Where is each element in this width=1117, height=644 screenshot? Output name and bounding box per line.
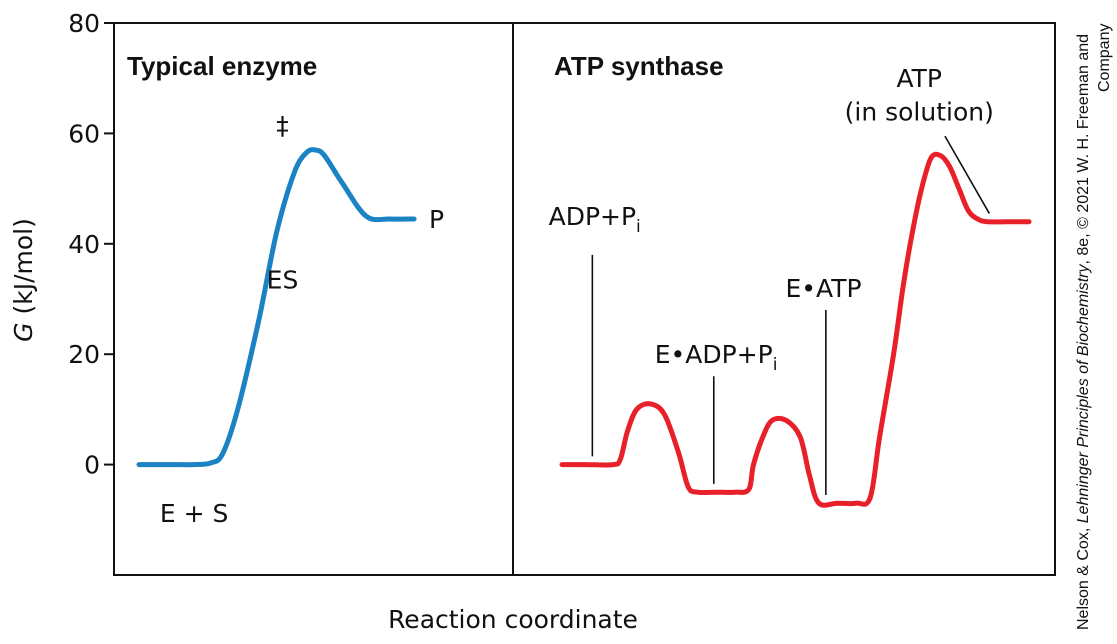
credit-book-title: Lehninger Principles of Biochemistry	[1075, 263, 1092, 523]
leader-line	[944, 135, 990, 214]
curve-label: E•ADP+Pi	[655, 340, 778, 375]
y-tick-label: 60	[68, 119, 100, 148]
credit-line-1: Nelson & Cox, Lehninger Principles of Bi…	[1075, 34, 1092, 630]
plot-border	[113, 22, 1056, 576]
curve-label: ATP	[896, 64, 942, 93]
panel-1: Typical enzyme E + S ES ‡ P	[127, 51, 444, 528]
energy-curve	[559, 151, 1032, 508]
credit-line-2: Company	[1096, 24, 1113, 92]
x-axis-label: Reaction coordinate	[388, 605, 638, 634]
y-axis-label: G (kJ/mol)	[9, 218, 38, 342]
y-axis-unit: (kJ/mol)	[9, 218, 38, 314]
curve-label: (in solution)	[845, 97, 994, 126]
credit-prefix: Nelson & Cox,	[1075, 523, 1092, 630]
curve-label: E•ATP	[785, 274, 861, 303]
y-tick-label: 40	[68, 230, 100, 259]
y-tick-label: 20	[68, 340, 100, 369]
energy-curve	[136, 147, 417, 468]
y-tick-label: 0	[84, 451, 100, 480]
y-tick-label: 80	[68, 9, 100, 38]
y-axis-variable: G	[9, 323, 38, 342]
panels: Typical enzyme E + S ES ‡ P ATP synthaseADP+P…	[127, 51, 1032, 528]
credit-suffix: , 8e, © 2021 W. H. Freeman and	[1075, 34, 1092, 265]
panel-title: Typical enzyme	[127, 51, 317, 81]
curve-label: ADP+Pi	[549, 202, 641, 237]
panel-title: ATP synthase	[554, 51, 724, 81]
y-axis: 0 20 40 60 80	[68, 9, 114, 480]
curve-label: E + S	[160, 499, 229, 528]
curve-label: P	[429, 205, 444, 234]
curve-label: ‡	[276, 111, 289, 140]
plot-frame	[113, 22, 1056, 576]
curve-label: ES	[267, 266, 299, 295]
